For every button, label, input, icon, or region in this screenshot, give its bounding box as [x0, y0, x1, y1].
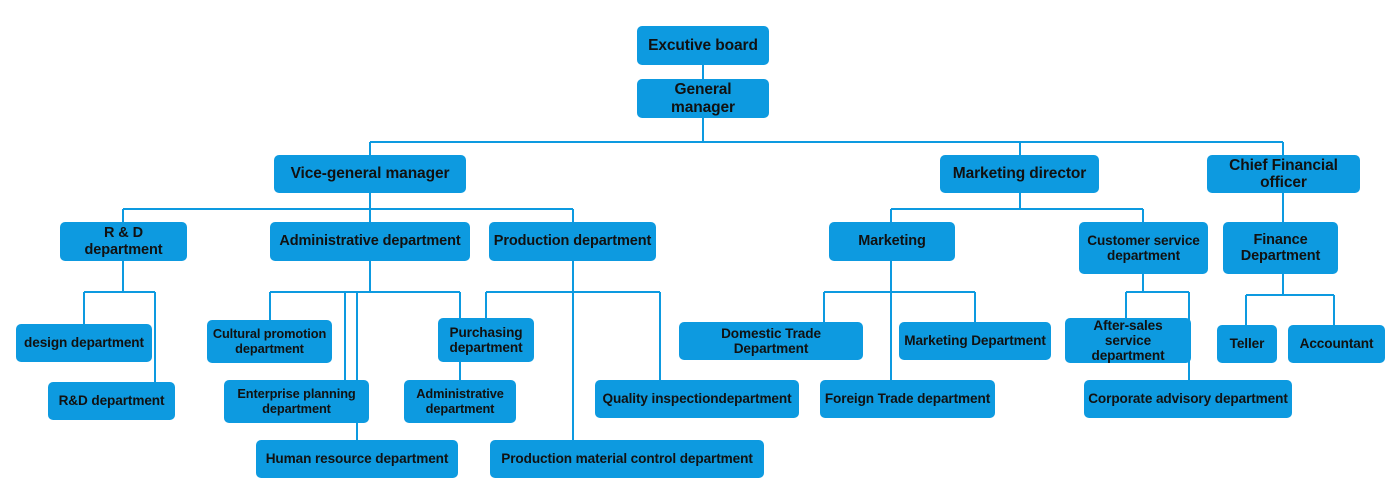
node-executive-board[interactable]: Excutive board — [637, 26, 769, 65]
node-marketing-director[interactable]: Marketing director — [940, 155, 1099, 193]
node-customer-service-department[interactable]: Customer service department — [1079, 222, 1208, 274]
node-label: Enterprise planning department — [237, 386, 356, 416]
node-label: R&D department — [58, 393, 165, 409]
node-enterprise-planning-department[interactable]: Enterprise planning department — [224, 380, 369, 423]
node-cultural-promotion-department[interactable]: Cultural promotion department — [207, 320, 332, 363]
node-accountant[interactable]: Accountant — [1288, 325, 1385, 363]
node-label: Accountant — [1299, 336, 1374, 352]
node-vice-general-manager[interactable]: Vice-general manager — [274, 155, 466, 193]
node-label: Domestic Trade Department — [721, 325, 821, 356]
node-foreign-trade-department[interactable]: Foreign Trade department — [820, 380, 995, 418]
node-label: Marketing — [858, 233, 926, 250]
node-label: Customer service department — [1087, 232, 1200, 263]
node-domestic-trade-department[interactable]: Domestic Trade Department — [679, 322, 863, 360]
node-label: Administrative department — [279, 233, 461, 250]
node-label: design department — [24, 335, 144, 351]
node-label: After-sales service department — [1091, 317, 1165, 364]
node-design-department[interactable]: design department — [16, 324, 152, 362]
node-label: Quality inspectiondepartment — [602, 391, 792, 407]
node-general-manager[interactable]: General manager — [637, 79, 769, 118]
node-label: Chief Financial officer — [1229, 156, 1338, 191]
node-production-department[interactable]: Production department — [489, 222, 656, 261]
node-label: Foreign Trade department — [824, 391, 991, 407]
node-label: Vice-general manager — [290, 165, 450, 183]
node-after-sales-service-department[interactable]: After-sales service department — [1065, 318, 1191, 363]
node-chief-financial-officer[interactable]: Chief Financial officer — [1207, 155, 1360, 193]
node-label: Teller — [1229, 336, 1265, 352]
node-label: General manager — [671, 81, 735, 116]
node-human-resource-department[interactable]: Human resource department — [256, 440, 458, 478]
node-purchasing-department[interactable]: Purchasing department — [438, 318, 534, 362]
node-rd-department[interactable]: R & D department — [60, 222, 187, 261]
node-label: Cultural promotion department — [212, 326, 327, 356]
node-production-material-control-department[interactable]: Production material control department — [490, 440, 764, 478]
node-corporate-advisory-department[interactable]: Corporate advisory department — [1084, 380, 1292, 418]
node-administrative-department-2[interactable]: Administrative department — [404, 380, 516, 423]
node-teller[interactable]: Teller — [1217, 325, 1277, 363]
node-label: Production material control department — [501, 451, 753, 467]
node-label: Human resource department — [265, 451, 449, 467]
node-marketing-department[interactable]: Marketing Department — [899, 322, 1051, 360]
node-label: Administrative department — [416, 386, 504, 416]
node-finance-department[interactable]: Finance Department — [1223, 222, 1338, 274]
node-label: Excutive board — [648, 36, 758, 54]
node-label: Corporate advisory department — [1088, 391, 1288, 407]
node-label: Purchasing department — [449, 324, 523, 355]
node-quality-inspection-department[interactable]: Quality inspectiondepartment — [595, 380, 799, 418]
node-label: Marketing director — [952, 165, 1087, 183]
node-administrative-department[interactable]: Administrative department — [270, 222, 470, 261]
node-marketing[interactable]: Marketing — [829, 222, 955, 261]
node-rd-department-2[interactable]: R&D department — [48, 382, 175, 420]
node-label: R & D department — [84, 225, 163, 258]
node-label: Finance Department — [1240, 231, 1321, 264]
node-label: Marketing Department — [904, 333, 1046, 349]
node-label: Production department — [493, 233, 652, 250]
